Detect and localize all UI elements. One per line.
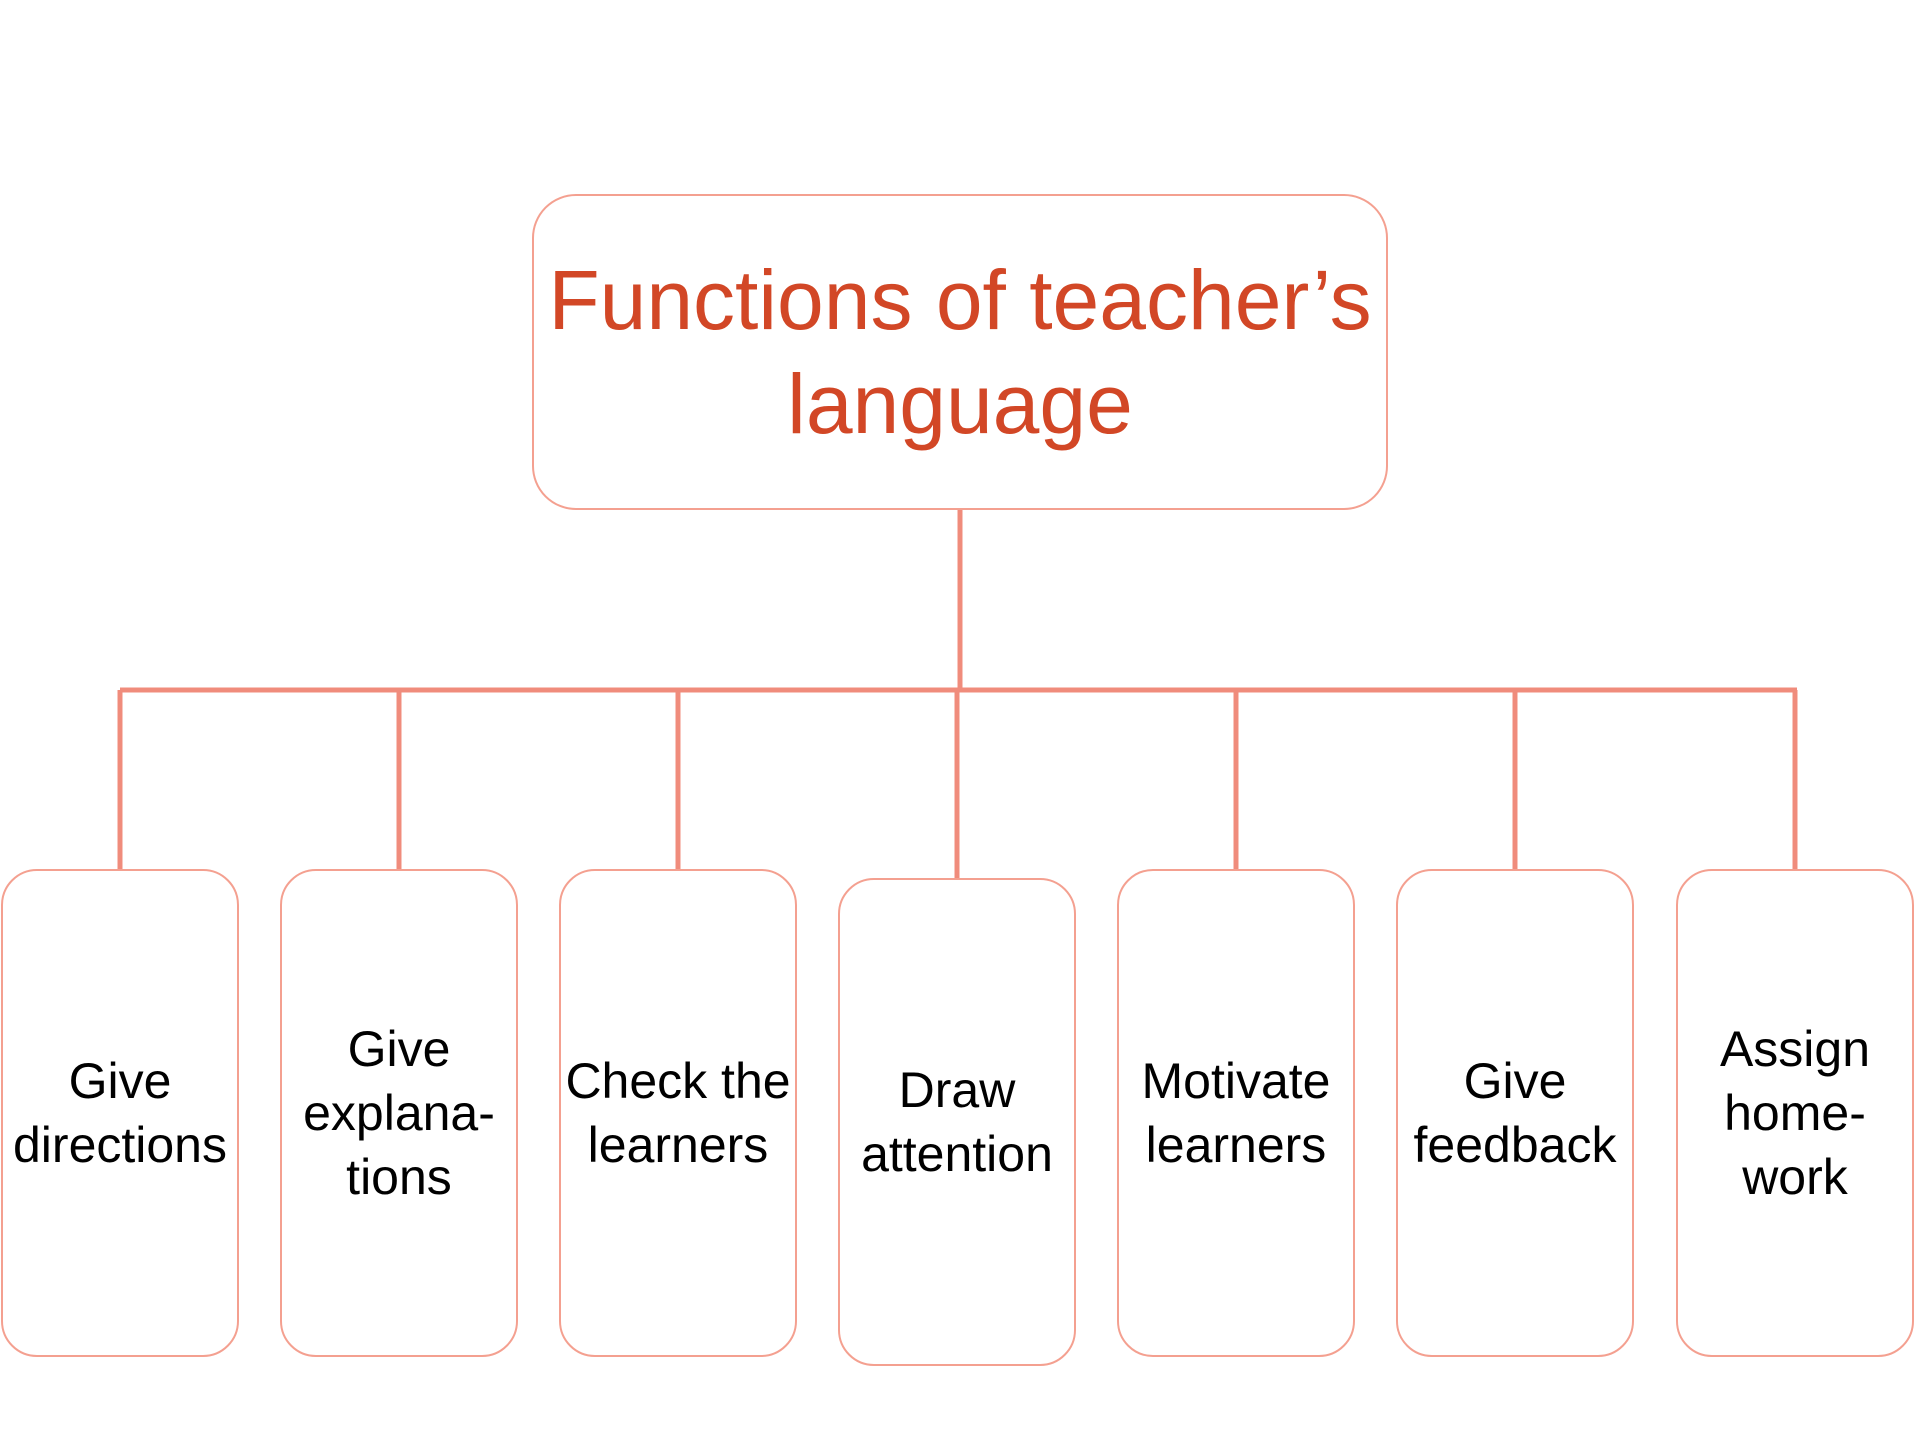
child-node-draw-attention: Draw attention <box>838 878 1076 1366</box>
child-label: Give explana- tions <box>303 1021 495 1205</box>
child-label: Motivate learners <box>1141 1053 1331 1173</box>
child-node-motivate-learners: Motivate learners <box>1117 869 1355 1357</box>
child-node-assign-homework: Assign home- work <box>1676 869 1914 1357</box>
branch-lines <box>117 690 1798 878</box>
child-node-give-directions: Give directions <box>1 869 239 1357</box>
child-label: Draw attention <box>861 1062 1053 1182</box>
child-node-give-explanations: Give explana- tions <box>280 869 518 1357</box>
child-label: Give feedback <box>1413 1053 1617 1173</box>
child-node-give-feedback: Give feedback <box>1396 869 1634 1357</box>
child-label: Assign home- work <box>1719 1021 1871 1205</box>
root-node: Functions of teacher’s language <box>532 194 1388 510</box>
child-node-check-the-learners: Check the learners <box>559 869 797 1357</box>
child-label: Give directions <box>13 1053 227 1173</box>
root-title: Functions of teacher’s language <box>548 253 1372 451</box>
child-label: Check the learners <box>565 1053 791 1173</box>
